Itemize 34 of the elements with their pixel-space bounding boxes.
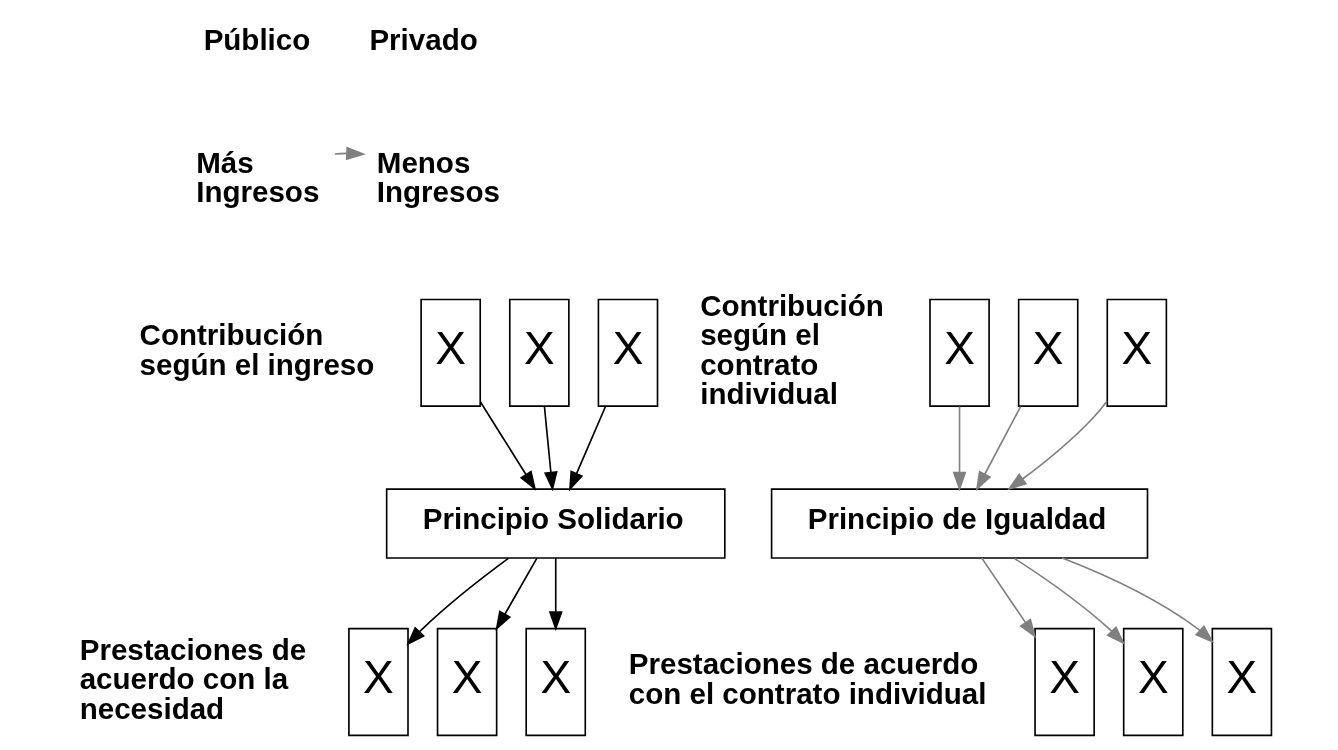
label: Privado [369, 22, 478, 56]
label: Contribución según el contrato individual [700, 288, 884, 411]
arrow [1013, 557, 1126, 645]
node-box: X [420, 298, 482, 407]
node-box: X [1034, 627, 1095, 737]
arrow [406, 557, 510, 646]
node-box: X [597, 298, 659, 407]
arrow [495, 557, 538, 631]
arrow [1007, 400, 1108, 491]
node-box: X [436, 627, 498, 737]
node-box: X [508, 298, 570, 407]
node-box: Principio de Igualdad [770, 488, 1149, 559]
node-box: X [1211, 627, 1273, 737]
label: Prestaciones de acuerdo con la necesidad [79, 632, 307, 725]
node-box: X [929, 298, 990, 407]
node-box: X [1017, 298, 1079, 407]
arrow [548, 557, 563, 632]
arrow [569, 405, 607, 492]
node-text: Menos Ingresos [376, 145, 500, 209]
node-box: X [348, 627, 409, 737]
arrow [975, 405, 1022, 492]
node-text: Más Ingresos [196, 145, 320, 209]
label: Prestaciones de acuerdo con el contrato individual [628, 647, 987, 710]
node-box: X [525, 627, 587, 737]
node-box: Principio Solidario [385, 488, 726, 559]
node-box: X [1122, 627, 1184, 737]
arrow [479, 401, 537, 491]
arrow [543, 405, 558, 492]
arrow [981, 557, 1037, 639]
node-box: X [1106, 298, 1168, 407]
arrow [1061, 557, 1215, 644]
label: Contribución según el ingreso [139, 318, 375, 381]
label: Público [203, 22, 311, 56]
arrow [952, 405, 967, 492]
